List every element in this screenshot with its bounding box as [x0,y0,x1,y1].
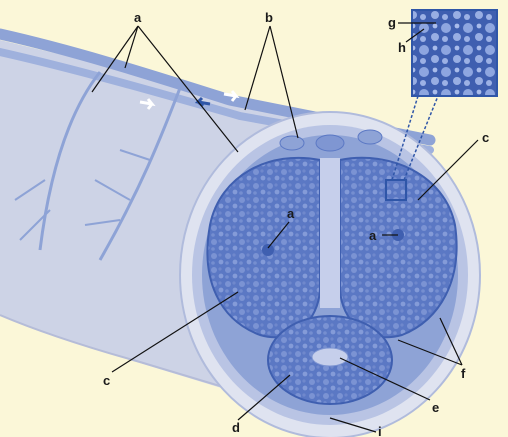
label-b-top: b [265,10,273,25]
label-f: f [461,366,466,381]
label-h: h [398,40,406,55]
dorsal-artery-section-left [280,136,304,150]
label-e: e [432,400,439,415]
label-c-left: c [103,373,110,388]
label-i: i [378,424,382,437]
deep-artery-left [262,244,274,256]
label-a-left-inner: a [287,206,295,221]
urethra [312,348,348,366]
label-d: d [232,420,240,435]
dorsal-vein-section [316,135,344,151]
dorsal-artery-section-right [358,130,382,144]
septum [320,158,340,308]
label-g: g [388,15,396,30]
label-a-right-inner: a [369,228,377,243]
label-c-right: c [482,130,489,145]
label-a-top: a [134,10,142,25]
